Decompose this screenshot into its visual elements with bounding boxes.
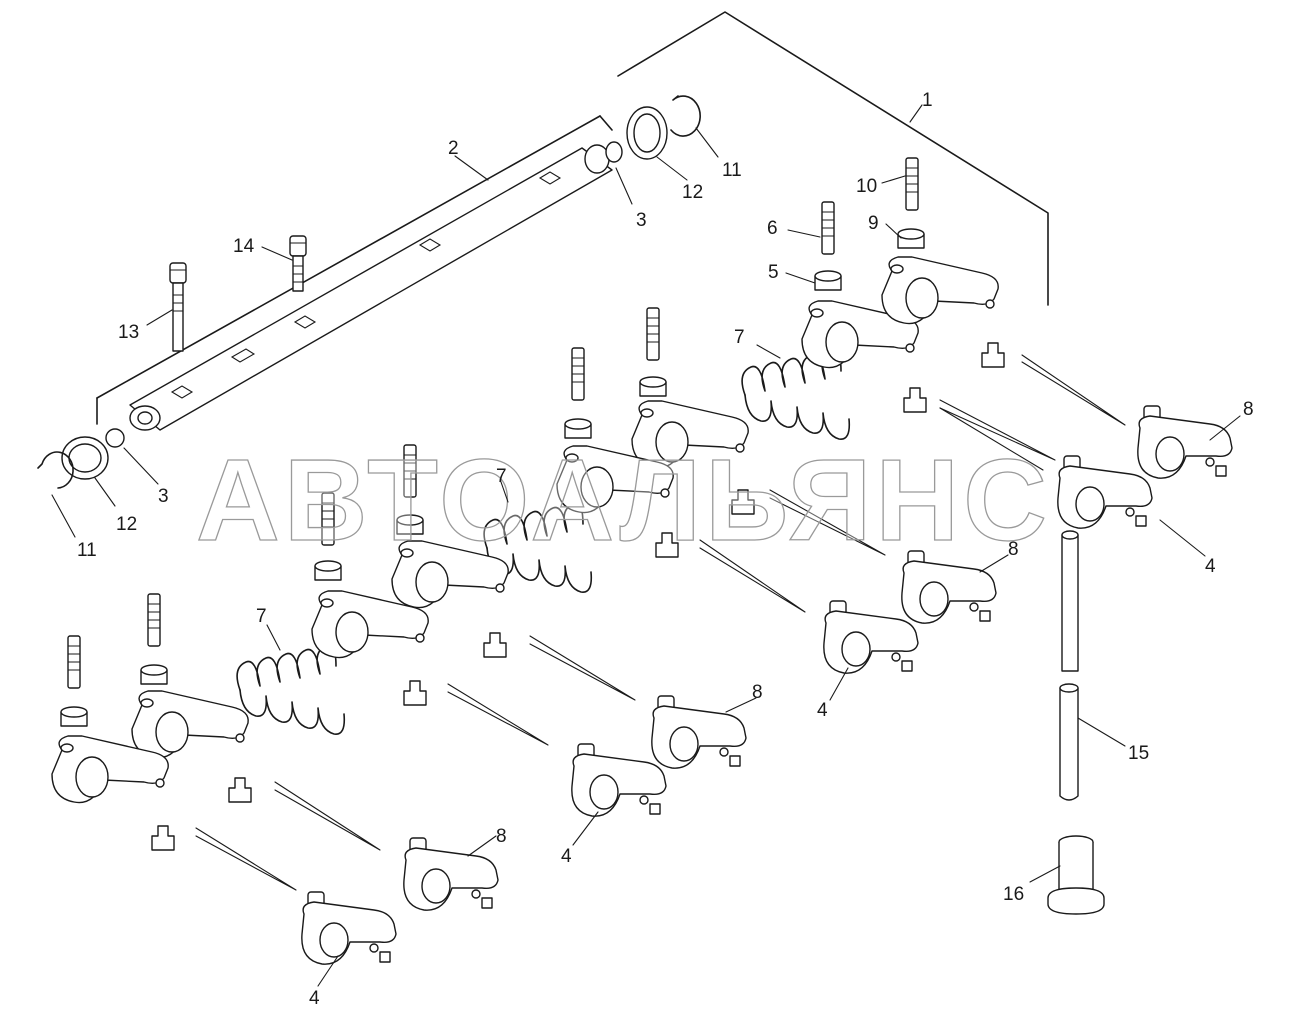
callout-5: 5 xyxy=(768,262,779,283)
callout-11a: 11 xyxy=(722,160,742,181)
callout-labels: 1 2 3 3 4 4 4 4 5 6 7 7 7 8 8 8 8 9 10 1… xyxy=(77,90,1254,1009)
callout-8a: 8 xyxy=(1243,399,1254,420)
circlip-right xyxy=(670,95,701,137)
spring-upper xyxy=(741,349,851,440)
bolt-14 xyxy=(289,235,307,292)
callout-8c: 8 xyxy=(752,682,763,703)
callout-7c: 7 xyxy=(256,606,267,627)
callout-12a: 12 xyxy=(682,182,703,203)
rocker-arms-exploded xyxy=(301,405,1233,965)
callout-13: 13 xyxy=(118,322,139,343)
circlip-left xyxy=(37,451,74,489)
callout-4a: 4 xyxy=(1205,556,1216,577)
callout-10: 10 xyxy=(856,176,877,197)
push-rod xyxy=(1059,530,1079,801)
callout-3a: 3 xyxy=(636,210,647,231)
spacer-right xyxy=(605,141,623,163)
callout-3b: 3 xyxy=(158,486,169,507)
assembly-bracket xyxy=(617,11,1049,306)
explode-leaders xyxy=(195,354,1126,891)
callout-7b: 7 xyxy=(496,466,507,487)
callout-15: 15 xyxy=(1128,743,1149,764)
rocker-arms-mounted xyxy=(51,256,999,804)
callout-8d: 8 xyxy=(496,826,507,847)
callout-4d: 4 xyxy=(309,988,320,1009)
callout-leaders xyxy=(51,104,1241,987)
spring-middle xyxy=(483,502,593,593)
callout-1: 1 xyxy=(922,90,933,111)
callout-2: 2 xyxy=(448,138,459,159)
tappet xyxy=(1047,835,1105,915)
callout-12b: 12 xyxy=(116,514,137,535)
callout-7a: 7 xyxy=(734,327,745,348)
spacer-left xyxy=(105,428,125,448)
callout-8b: 8 xyxy=(1008,539,1019,560)
callout-11b: 11 xyxy=(77,540,97,561)
adjuster-pins xyxy=(151,342,1005,851)
watermark: АВТОАЛЬЯНС xyxy=(196,435,1051,565)
callout-4b: 4 xyxy=(817,700,828,721)
spring-lower xyxy=(236,644,346,735)
callout-4c: 4 xyxy=(561,846,572,867)
callout-14: 14 xyxy=(233,236,255,257)
washer-right xyxy=(626,106,668,160)
studs-and-nuts xyxy=(60,157,925,727)
callout-6: 6 xyxy=(767,218,778,239)
bolt-13 xyxy=(169,262,187,352)
callout-9: 9 xyxy=(868,213,879,234)
callout-16: 16 xyxy=(1003,884,1024,905)
